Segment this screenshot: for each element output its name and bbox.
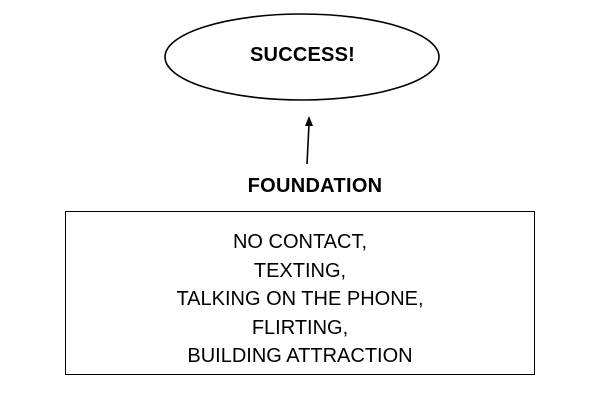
foundation-box: NO CONTACT, TEXTING, TALKING ON THE PHON… — [65, 211, 535, 375]
foundation-item: FLIRTING, — [251, 316, 349, 339]
arrow-head — [305, 116, 313, 126]
connector-arrow — [306, 123, 310, 165]
foundation-item: BUILDING ATTRACTION — [187, 345, 413, 367]
foundation-heading: FOUNDATION — [247, 175, 383, 197]
success-label: SUCCESS! — [250, 44, 355, 66]
foundation-item: NO CONTACT, — [232, 231, 368, 253]
foundation-list: NO CONTACT, TEXTING, TALKING ON THE PHON… — [66, 228, 534, 371]
foundation-item: TEXTING, — [253, 259, 347, 282]
success-ellipse — [164, 13, 440, 101]
foundation-item: TALKING ON THE PHONE, — [176, 288, 424, 310]
